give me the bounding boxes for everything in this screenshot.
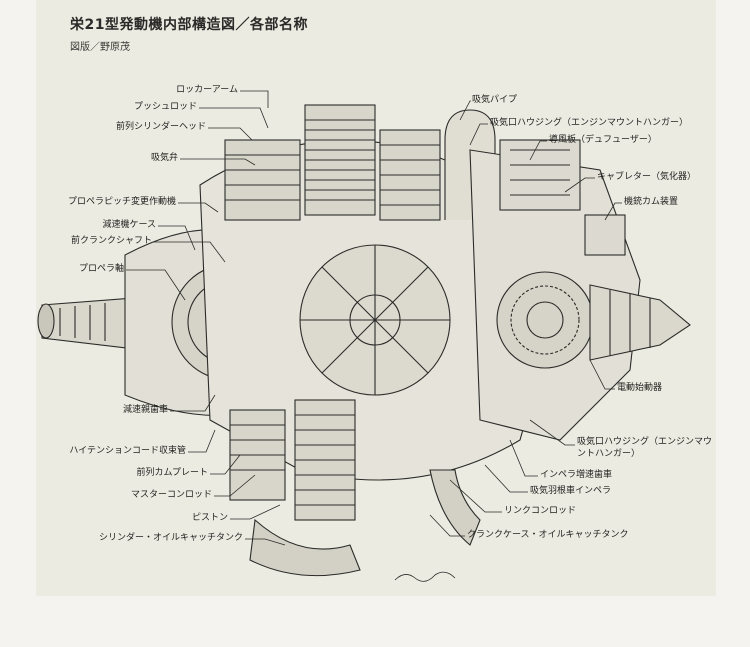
label-front-crankshaft: 前クランクシャフト xyxy=(70,236,152,246)
label-intake-pipe: 吸気パイプ xyxy=(472,95,518,105)
label-master-conrod: マスターコンロッド xyxy=(130,490,212,500)
label-link-conrod: リンクコンロッド xyxy=(504,506,577,516)
label-crankcase-oil-tank: クランクケース・オイルキャッチタンク xyxy=(467,530,629,540)
label-carburetor: キャブレター（気化器） xyxy=(597,172,697,182)
engine-drawing xyxy=(37,104,691,582)
label-reduction-gear: 減速親歯車 xyxy=(122,405,168,415)
leader-lines xyxy=(126,90,622,546)
label-front-cam-plate: 前列カムプレート xyxy=(136,468,208,478)
illustration-credit: 図版／野原茂 xyxy=(70,42,130,53)
label-intake-housing-top: 吸気口ハウジング（エンジンマウントハンガー） xyxy=(490,118,689,128)
label-propeller-shaft: プロペラ軸 xyxy=(78,264,124,274)
oil-catch-tank xyxy=(249,518,361,577)
label-impeller-gear: インペラ増速歯車 xyxy=(540,470,613,480)
page-title: 栄21型発動機内部構造図／各部名称 xyxy=(70,17,308,33)
label-front-cylinder-head: 前列シリンダーヘッド xyxy=(115,122,206,132)
label-piston: ピストン xyxy=(191,513,228,523)
label-intake-housing-bottom-1: 吸気口ハウジング（エンジンマウ xyxy=(577,437,713,447)
label-intake-valve: 吸気弁 xyxy=(150,153,178,163)
label-diffuser: 導風板（デュフューザー） xyxy=(549,135,657,145)
label-ht-cord-conduit: ハイテンションコード収束管 xyxy=(69,446,186,456)
label-impeller: 吸気羽根車インペラ xyxy=(530,486,612,496)
label-prop-pitch-actuator: プロペラピッチ変更作動機 xyxy=(67,197,176,207)
label-rocker-arm: ロッカーアーム xyxy=(176,85,238,95)
electric-starter xyxy=(589,284,691,361)
label-push-rod: プッシュロッド xyxy=(133,102,197,112)
label-gun-cam: 機銃カム装置 xyxy=(624,197,679,207)
label-electric-starter: 電動始動器 xyxy=(617,383,663,393)
label-cylinder-oil-tank: シリンダー・オイルキャッチタンク xyxy=(98,533,243,543)
label-intake-housing-bottom-2: ントハンガー） xyxy=(577,449,641,459)
label-reduction-case: 減速機ケース xyxy=(102,220,156,230)
carburetor-block xyxy=(499,139,581,211)
